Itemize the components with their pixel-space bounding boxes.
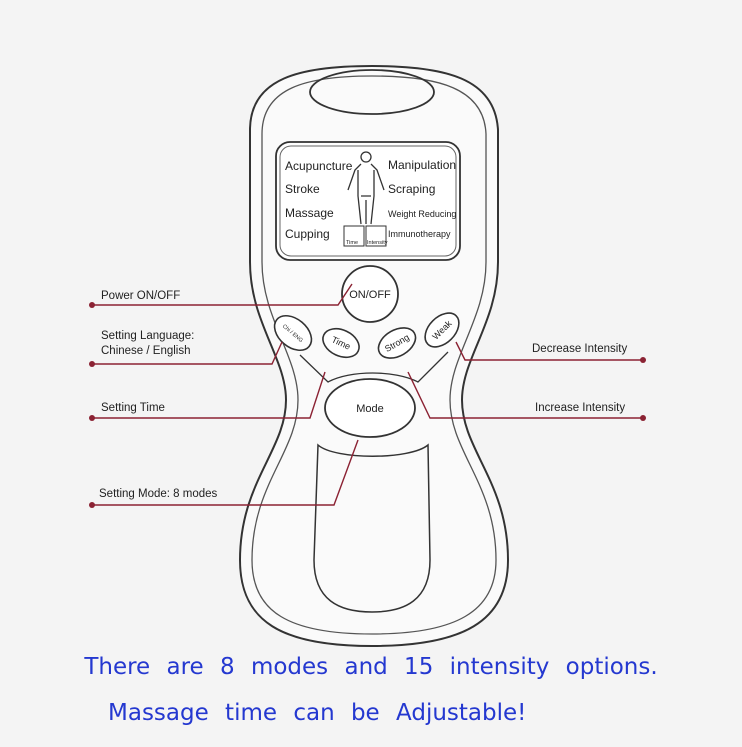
callout-increase: Increase Intensity xyxy=(535,402,625,414)
weak-button[interactable]: Weak xyxy=(419,307,466,354)
screen-mode-cupping: Cupping xyxy=(285,227,330,241)
screen-mode-scraping: Scraping xyxy=(388,182,435,196)
caption-line-2: Massage time can be Adjustable! xyxy=(108,700,527,726)
callout-mode: Setting Mode: 8 modes xyxy=(99,488,218,500)
screen-mode-massage: Massage xyxy=(285,206,334,220)
caption-line-1: There are 8 modes and 15 intensity optio… xyxy=(84,654,658,680)
screen-mode-manipulation: Manipulation xyxy=(388,158,456,172)
language-button[interactable]: Chi / ENG xyxy=(268,309,318,357)
screen-time-label: Time xyxy=(346,240,358,246)
callout-decrease: Decrease Intensity xyxy=(532,343,627,355)
screen-mode-stroke: Stroke xyxy=(285,182,320,196)
callout-dot xyxy=(640,415,646,421)
screen-intensity-label: Intensity xyxy=(367,240,388,246)
lcd-screen xyxy=(275,141,461,261)
callout-language-2: Chinese / English xyxy=(101,345,191,357)
callout-power: Power ON/OFF xyxy=(101,290,180,302)
electrode-pad-outline xyxy=(313,443,431,613)
screen-mode-acupuncture: Acupuncture xyxy=(285,159,353,173)
callout-dot xyxy=(640,357,646,363)
top-oval xyxy=(309,69,435,115)
callout-dot xyxy=(89,415,95,421)
callout-lines xyxy=(92,283,643,506)
strong-button[interactable]: Strong xyxy=(373,322,421,365)
power-button-label: ON/OFF xyxy=(349,289,391,301)
callout-dot xyxy=(89,502,95,508)
mode-button-label: Mode xyxy=(356,403,384,415)
callout-dot xyxy=(89,361,95,367)
screen-mode-immunotherapy: Immunotherapy xyxy=(388,229,451,239)
device-inner-outline xyxy=(251,75,497,635)
time-button[interactable]: Time xyxy=(318,323,363,363)
human-body-icon xyxy=(347,151,385,225)
mode-button[interactable]: Mode xyxy=(324,378,416,438)
power-button[interactable]: ON/OFF xyxy=(341,265,399,323)
callout-language-1: Setting Language: xyxy=(101,330,194,342)
screen-mode-weight-reducing: Weight Reducing xyxy=(388,209,456,219)
callout-dot xyxy=(89,302,95,308)
callout-time: Setting Time xyxy=(101,402,165,414)
